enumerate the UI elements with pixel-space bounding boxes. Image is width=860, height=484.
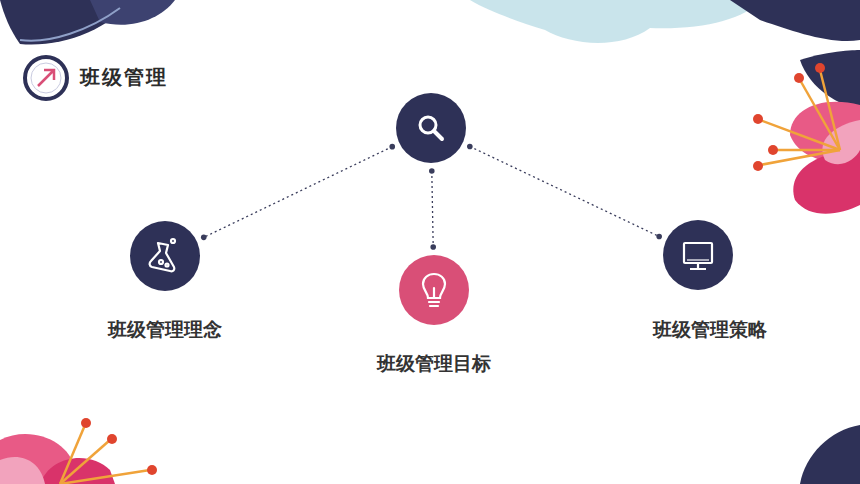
node-label: 班级管理目标 [377, 351, 491, 377]
flower [753, 63, 860, 214]
bulb-icon [399, 255, 469, 325]
leaf [800, 50, 860, 110]
line-dot [430, 244, 436, 250]
icon-circle [399, 255, 469, 325]
line-dot [389, 144, 395, 150]
line-dot [429, 168, 435, 174]
node-label: 班级管理策略 [653, 317, 767, 343]
icon-circle [663, 220, 733, 290]
blob [470, 0, 760, 43]
line-dot [656, 234, 662, 240]
leaf [90, 0, 175, 25]
leaf [730, 0, 860, 41]
dotted-line [470, 146, 659, 236]
line-dot [201, 235, 207, 241]
icon-node: 班级管理目标 [373, 255, 495, 377]
node-label: 班级管理理念 [108, 317, 222, 343]
line-dot [467, 144, 473, 150]
icon-circle [130, 221, 200, 291]
leaf [800, 425, 860, 484]
monitor-icon [663, 220, 733, 290]
dotted-line [204, 147, 393, 238]
search-hub [396, 93, 466, 163]
icon-node: 班级管理策略 [625, 220, 771, 343]
flower [0, 418, 157, 484]
icon-node: 班级管理理念 [104, 221, 226, 343]
flask-icon [130, 221, 200, 291]
page-title: 班级管理 [80, 64, 168, 91]
leaf-vein [20, 8, 120, 41]
dotted-line [432, 171, 433, 247]
title-icon [25, 57, 67, 99]
